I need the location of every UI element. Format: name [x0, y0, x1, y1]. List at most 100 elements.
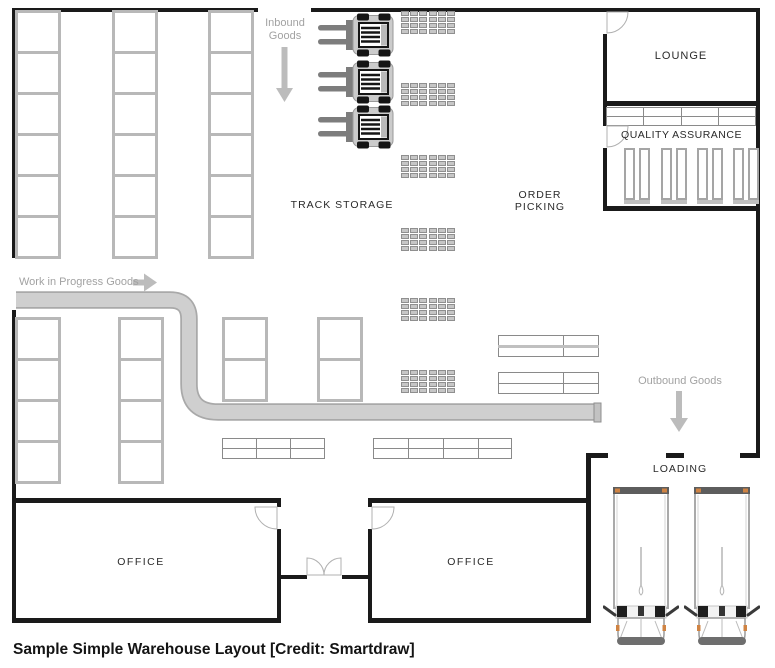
pallet-cell: [401, 388, 409, 393]
pallet-cell: [410, 382, 418, 387]
pallet-cell: [401, 316, 409, 321]
wall: [603, 101, 760, 106]
pallet-cell: [401, 83, 409, 88]
pallet-cell: [447, 95, 455, 100]
pallet-cell: [429, 240, 437, 245]
pallet-cell: [419, 29, 427, 34]
pallet-cell: [410, 17, 418, 22]
order-picking-table-shelf-line: [498, 344, 599, 348]
wall: [311, 8, 760, 12]
pallet-cell: [401, 95, 409, 100]
pallet-cell: [447, 83, 455, 88]
qa-shelf: [639, 148, 650, 200]
pallet-cell: [401, 155, 409, 160]
pallet-group: [429, 155, 455, 178]
loading-label: LOADING: [652, 463, 708, 475]
pallet-cell: [410, 155, 418, 160]
pallet-cell: [419, 298, 427, 303]
pallet-cell: [447, 240, 455, 245]
pallet-cell: [447, 167, 455, 172]
pallet-stack: [401, 11, 455, 34]
pallet-cell: [447, 234, 455, 239]
pallet-cell: [410, 23, 418, 28]
wall: [588, 453, 608, 458]
forklift-icon: [318, 13, 394, 57]
pallet-cell: [447, 101, 455, 106]
qa-shelf-base: [661, 200, 687, 204]
pallet-cell: [419, 167, 427, 172]
wall: [586, 453, 591, 623]
outbound-goods-label: Outbound Goods: [638, 375, 722, 387]
pallet-cell: [429, 83, 437, 88]
pallet-cell: [438, 167, 446, 172]
pallet-cell: [401, 376, 409, 381]
wall: [756, 8, 760, 457]
pallet-stack: [401, 155, 455, 178]
wall: [277, 498, 281, 507]
storage-rack-cell: [208, 51, 254, 95]
pallet-cell: [429, 161, 437, 166]
pallet-cell: [447, 316, 455, 321]
pallet-group: [429, 370, 455, 393]
storage-rack-cell: [15, 10, 61, 54]
storage-rack-cell: [15, 92, 61, 136]
pallet-cell: [429, 29, 437, 34]
storage-rack-cell: [15, 358, 61, 402]
pallet-cell: [401, 310, 409, 315]
pallet-cell: [447, 89, 455, 94]
pallet-cell: [438, 161, 446, 166]
pallet-stack: [401, 298, 455, 321]
pallet-cell: [410, 29, 418, 34]
office-left-label: OFFICE: [117, 556, 165, 568]
storage-rack-cell: [118, 399, 164, 443]
wall: [368, 498, 372, 507]
pallet-cell: [447, 298, 455, 303]
pallet-cell: [429, 101, 437, 106]
wall: [603, 106, 607, 126]
storage-rack-cell: [118, 440, 164, 484]
pallet-cell: [447, 29, 455, 34]
pallet-cell: [438, 23, 446, 28]
pallet-cell: [438, 155, 446, 160]
pallet-cell: [438, 11, 446, 16]
pallet-cell: [410, 310, 418, 315]
pallet-cell: [438, 388, 446, 393]
pallet-cell: [438, 83, 446, 88]
qa-shelf: [676, 148, 687, 200]
wall: [342, 575, 372, 579]
pallet-cell: [419, 83, 427, 88]
pallet-cell: [419, 310, 427, 315]
conveyor-path: [16, 291, 602, 423]
storage-rack-cell: [15, 399, 61, 443]
pallet-cell: [410, 228, 418, 233]
pallet-cell: [401, 23, 409, 28]
pallet-cell: [447, 11, 455, 16]
pallet-cell: [401, 298, 409, 303]
pallet-cell: [438, 298, 446, 303]
entry-french-door-left-icon: [306, 557, 325, 576]
quality-assurance-label: QUALITY ASSURANCE: [621, 129, 742, 141]
pallet-stack: [401, 83, 455, 106]
pallet-cell: [429, 298, 437, 303]
pallet-group: [429, 83, 455, 106]
pallet-cell: [401, 234, 409, 239]
storage-rack-cell: [15, 51, 61, 95]
pallet-cell: [401, 17, 409, 22]
packing-table-shelf-line: [373, 448, 512, 449]
order-picking-table-shelf-line: [498, 382, 599, 384]
pallet-cell: [419, 101, 427, 106]
pallet-group: [429, 228, 455, 251]
pallet-cell: [429, 89, 437, 94]
caption: Sample Simple Warehouse Layout [Credit: …: [13, 641, 415, 658]
pallet-cell: [429, 316, 437, 321]
pallet-cell: [429, 304, 437, 309]
pallet-cell: [438, 246, 446, 251]
pallet-cell: [429, 234, 437, 239]
qa-shelf-base: [733, 200, 759, 204]
storage-rack-cell: [208, 92, 254, 136]
pallet-cell: [429, 155, 437, 160]
forklift-icon: [318, 105, 394, 149]
pallet-cell: [419, 240, 427, 245]
wall: [603, 34, 607, 105]
pallet-cell: [419, 155, 427, 160]
